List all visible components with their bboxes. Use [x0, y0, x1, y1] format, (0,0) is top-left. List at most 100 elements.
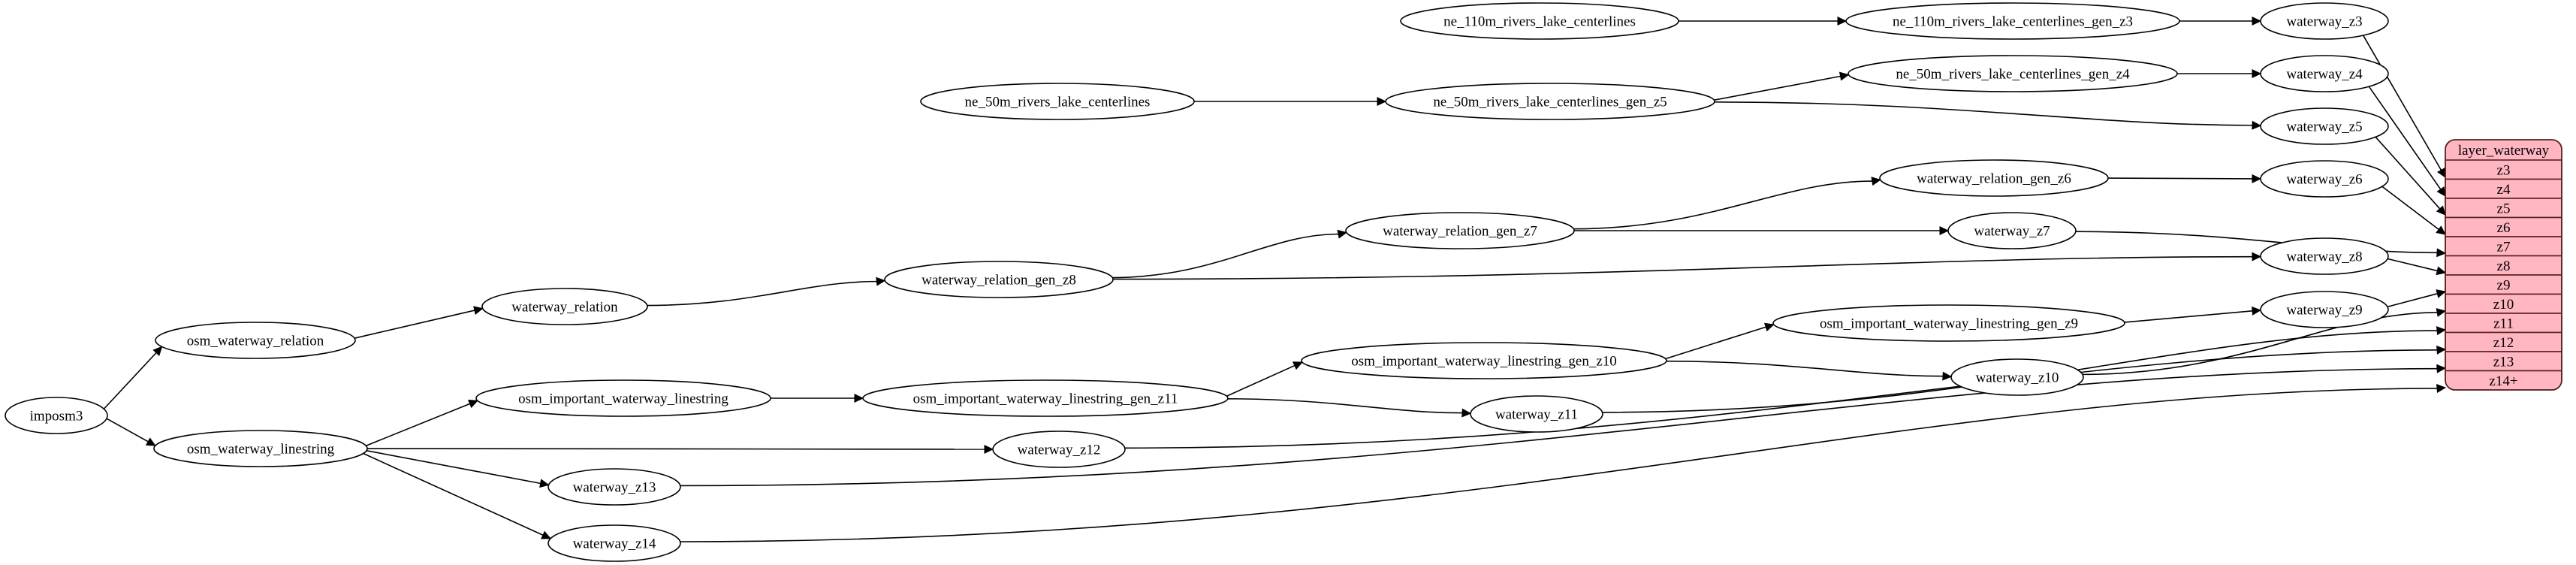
node-label: waterway_z4 — [2286, 67, 2363, 83]
graph-node-ne_110m_rivers_lake_centerlines[interactable]: ne_110m_rivers_lake_centerlines — [1400, 2, 1679, 40]
node-ellipse — [2260, 237, 2389, 275]
node-ellipse — [1947, 212, 2077, 249]
edge-arrowhead — [1942, 371, 1953, 381]
edge-line — [2381, 186, 2439, 230]
node-ellipse — [1848, 55, 2178, 92]
graph-node-waterway_z4[interactable]: waterway_z4 — [2260, 55, 2389, 92]
node-label: ne_110m_rivers_lake_centerlines_gen_z3 — [1893, 14, 2133, 30]
node-ellipse — [155, 322, 356, 359]
edge-arrowhead — [2436, 308, 2447, 317]
graph-node-osm_important_waterway_linestring_gen_z10[interactable]: osm_important_waterway_linestring_gen_z1… — [1301, 342, 1667, 379]
graph-node-osm_important_waterway_linestring_gen_z9[interactable]: osm_important_waterway_linestring_gen_z9 — [1772, 304, 2125, 342]
table-row-label: z10 — [2493, 297, 2514, 313]
node-label: ne_50m_rivers_lake_centerlines_gen_z5 — [1433, 95, 1667, 110]
node-ellipse — [1845, 2, 2180, 40]
table-row[interactable] — [2445, 313, 2562, 334]
graph-node-imposm3[interactable]: imposm3 — [5, 397, 108, 434]
graph-node-waterway_z14[interactable]: waterway_z14 — [547, 524, 681, 562]
graph-edge — [646, 276, 886, 307]
graph-node-osm_important_waterway_linestring[interactable]: osm_important_waterway_linestring — [475, 379, 771, 417]
edge-line — [1664, 360, 1944, 377]
table-row-label: z8 — [2497, 258, 2511, 274]
graph-node-waterway_z3[interactable]: waterway_z3 — [2260, 2, 2389, 40]
node-ellipse — [1400, 2, 1679, 40]
edge-line — [2387, 293, 2438, 308]
edge-arrowhead — [1871, 177, 1881, 186]
graph-node-waterway_z12[interactable]: waterway_z12 — [992, 431, 1126, 468]
graph-edge — [2177, 17, 2262, 26]
graph-node-ne_50m_rivers_lake_centerlines[interactable]: ne_50m_rivers_lake_centerlines — [920, 83, 1195, 120]
edge-arrowhead — [2252, 120, 2262, 130]
graph-edge — [2122, 306, 2262, 323]
edge-line — [679, 367, 2438, 487]
node-label: imposm3 — [30, 409, 83, 425]
node-ellipse — [481, 288, 648, 325]
node-label: waterway_relation_gen_z6 — [1917, 171, 2071, 187]
graph-node-waterway_relation_gen_z8[interactable]: waterway_relation_gen_z8 — [884, 261, 1114, 298]
table-row-label: z14+ — [2489, 373, 2517, 389]
graph-edge — [366, 444, 994, 454]
graph-node-waterway_z8[interactable]: waterway_z8 — [2260, 237, 2389, 275]
edge-line — [1712, 75, 1841, 101]
graph-node-osm_waterway_relation[interactable]: osm_waterway_relation — [155, 322, 356, 359]
edge-line — [1124, 349, 2438, 449]
graph-node-waterway_relation_gen_z6[interactable]: waterway_relation_gen_z6 — [1879, 159, 2109, 197]
graph-node-osm_waterway_linestring[interactable]: osm_waterway_linestring — [153, 430, 368, 467]
graph-node-ne_110m_rivers_lake_centerlines_gen_z3[interactable]: ne_110m_rivers_lake_centerlines_gen_z3 — [1845, 2, 2180, 40]
edge-arrowhead — [2436, 364, 2447, 373]
table-title: layer_waterway — [2458, 143, 2550, 159]
table-row[interactable] — [2445, 331, 2562, 352]
table-title-cell — [2445, 140, 2562, 160]
table-row[interactable] — [2445, 293, 2562, 314]
graph-edge — [2375, 136, 2446, 216]
graph-node-waterway_z5[interactable]: waterway_z5 — [2260, 107, 2389, 145]
edge-arrowhead — [1337, 229, 1347, 239]
graph-node-waterway_relation[interactable]: waterway_relation — [481, 288, 648, 325]
edge-arrowhead — [1292, 361, 1303, 370]
edge-line — [679, 388, 2438, 542]
graph-node-ne_50m_rivers_lake_centerlines_gen_z5[interactable]: ne_50m_rivers_lake_centerlines_gen_z5 — [1385, 83, 1715, 120]
table-row[interactable] — [2445, 159, 2562, 180]
graph-edge — [353, 306, 484, 340]
table-row[interactable] — [2445, 370, 2562, 391]
node-label: waterway_z13 — [573, 480, 656, 496]
graph-edge — [2362, 35, 2446, 179]
node-ellipse — [1345, 212, 1575, 249]
graph-edge — [1193, 97, 1387, 106]
node-ellipse — [5, 397, 108, 434]
edge-line — [106, 418, 149, 443]
graph-node-waterway_z13[interactable]: waterway_z13 — [547, 468, 681, 506]
graph-node-waterway_z6[interactable]: waterway_z6 — [2260, 160, 2389, 198]
graph-edge — [1572, 177, 1881, 230]
edge-line — [1225, 364, 1296, 397]
node-ellipse — [2260, 291, 2389, 328]
node-label: waterway_z11 — [1495, 407, 1578, 423]
node-ellipse — [475, 379, 771, 417]
edge-arrowhead — [1763, 322, 1775, 332]
graph-node-osm_important_waterway_linestring_gen_z11[interactable]: osm_important_waterway_linestring_gen_z1… — [862, 379, 1229, 417]
graph-node-waterway_z10[interactable]: waterway_z10 — [1950, 358, 2084, 396]
edge-line — [1226, 397, 1463, 414]
edge-line — [2375, 136, 2441, 210]
graph-edge — [1124, 345, 2447, 449]
layer-waterway-table: layer_waterwayz3z4z5z6z7z8z9z10z11z12z13… — [2445, 139, 2562, 391]
graph-node-waterway_relation_gen_z7[interactable]: waterway_relation_gen_z7 — [1345, 212, 1575, 249]
node-ellipse — [1879, 159, 2109, 197]
graph-edge — [364, 400, 478, 447]
graph-edge — [1712, 101, 2262, 130]
edge-line — [2387, 258, 2438, 272]
node-label: waterway_z8 — [2286, 249, 2362, 265]
edge-line — [2368, 86, 2442, 190]
edge-arrowhead — [2252, 174, 2262, 183]
graph-edge — [2075, 231, 2447, 258]
graph-node-waterway_z7[interactable]: waterway_z7 — [1947, 212, 2077, 249]
graph-node-ne_50m_rivers_lake_centerlines_gen_z4[interactable]: ne_50m_rivers_lake_centerlines_gen_z4 — [1848, 55, 2178, 92]
node-label: ne_50m_rivers_lake_centerlines_gen_z4 — [1896, 67, 2130, 83]
edge-line — [365, 449, 541, 485]
table-row-label: z7 — [2497, 239, 2511, 255]
edge-line — [2075, 231, 2438, 254]
graph-edge — [2387, 258, 2447, 276]
graph-node-waterway_z9[interactable]: waterway_z9 — [2260, 291, 2389, 328]
graph-edge — [1573, 226, 1950, 235]
graph-node-waterway_z11[interactable]: waterway_z11 — [1470, 395, 1603, 433]
